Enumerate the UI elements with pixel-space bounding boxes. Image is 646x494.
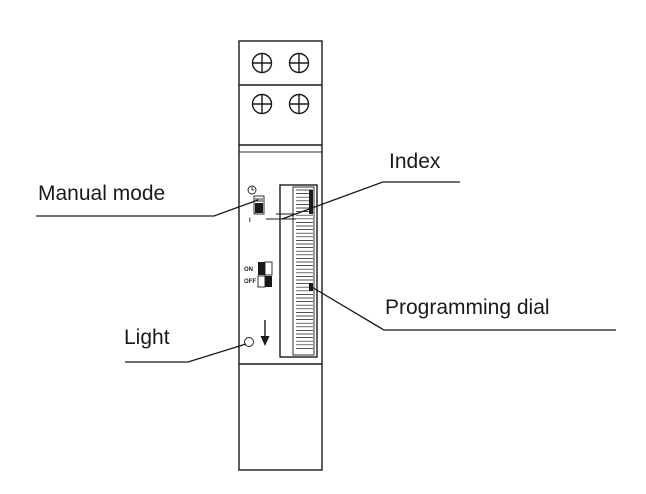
light-leader bbox=[125, 343, 247, 363]
programming-dial[interactable] bbox=[279, 184, 318, 358]
manual-mode-leader bbox=[36, 199, 259, 217]
clock-hand-symbol-icon bbox=[247, 185, 257, 195]
terminal-screw-icon bbox=[251, 93, 273, 115]
light-indicator-icon bbox=[244, 337, 254, 347]
index-marker bbox=[266, 213, 296, 220]
programming-dial-leader bbox=[309, 285, 616, 331]
down-arrow-icon bbox=[260, 320, 270, 346]
index-leader bbox=[281, 181, 460, 220]
terminal-screw-icon bbox=[288, 52, 310, 74]
manual-mode-label: Manual mode bbox=[38, 182, 165, 205]
dial-segments bbox=[296, 189, 313, 349]
switch-off-label: OFF bbox=[244, 279, 256, 285]
light-label: Light bbox=[124, 326, 170, 349]
manual-mode-switch[interactable]: I bbox=[247, 185, 265, 224]
device-housing bbox=[238, 40, 323, 471]
manual-bottom-mark: I bbox=[249, 218, 251, 224]
on-off-switch[interactable]: ON OFF bbox=[244, 261, 273, 288]
index-label: Index bbox=[389, 150, 441, 173]
switch-on-label: ON bbox=[244, 267, 253, 273]
programming-dial-label: Programming dial bbox=[385, 296, 550, 319]
dial-segment-engaged bbox=[309, 190, 313, 214]
terminal-screw-icon bbox=[288, 93, 310, 115]
terminal-block bbox=[251, 52, 310, 115]
terminal-screw-icon bbox=[251, 52, 273, 74]
